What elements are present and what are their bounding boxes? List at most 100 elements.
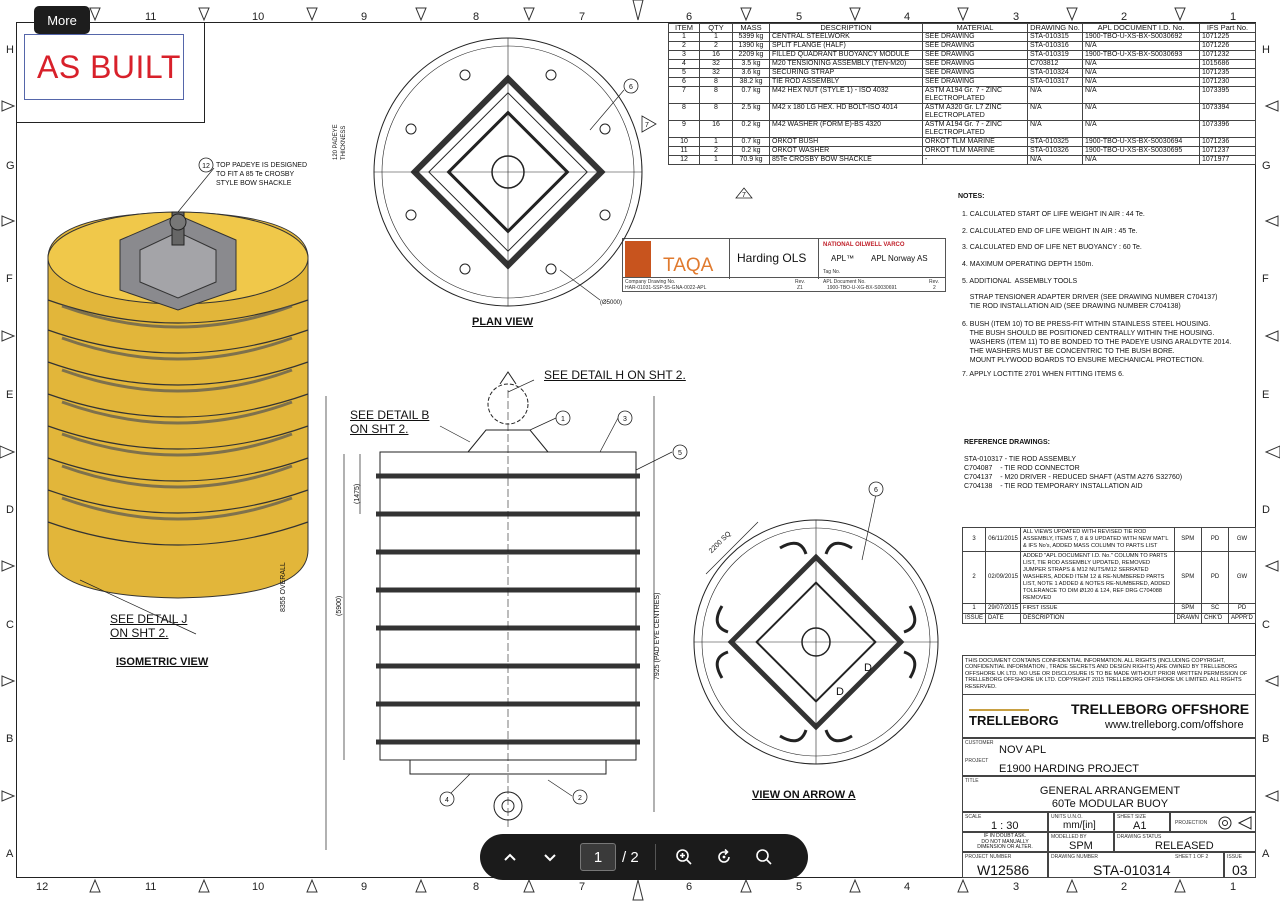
search-icon [755,849,772,865]
project-number-value: W12586 [977,862,1030,878]
issue-label: ISSUE [1227,854,1243,860]
zoom-in-button[interactable] [664,834,704,880]
grid-label: 10 [252,11,265,23]
detail-h-callout: SEE DETAIL H ON SHT 2. [544,368,686,382]
revision-cell: PD [1228,603,1256,614]
section-d-label: D [836,686,844,698]
prev-page-button[interactable] [490,834,530,880]
rotate-icon [717,848,730,863]
grid-label: 1 [1230,881,1237,893]
sheet-of-label: SHEET 1 OF 2 [1175,854,1209,860]
apl-norway: APL Norway AS [871,254,928,263]
tag-label: Tag No. [823,269,841,275]
status-value: RELEASED [1155,840,1214,852]
rev-value: Z1 [797,285,803,291]
confidential-notice: THIS DOCUMENT CONTAINS CONFIDENTIAL INFO… [962,655,1256,695]
project-number-label: PROJECT NUMBER [965,854,1012,860]
title-line-2: 60Te MODULAR BUOY [1051,798,1169,810]
revision-cell: 06/11/2015 [985,527,1022,552]
grid-label: 6 [686,11,693,23]
dim-thickness: 120 PADEYE THICKNESS [333,124,347,160]
parts-cell: 1071977 [1199,155,1256,165]
balloons [198,78,884,807]
grid-label: 11 [145,881,157,893]
units-value: mm/[in] [1063,820,1096,831]
trelleborg-logo-icon [969,699,1029,711]
projection-cell: PROJECTION [1170,812,1256,832]
taqa-name: TAQA [663,255,714,276]
apl-rev: 2 [933,285,936,291]
as-built-stamp: AS BUILT [24,34,184,100]
grid-label: F [6,273,13,285]
customer-label: CUSTOMER [965,740,994,746]
isometric-view-label: ISOMETRIC VIEW [116,656,209,668]
page-number-input[interactable]: 1 [580,843,616,871]
grid-label: E [6,389,14,401]
balloon-1: 1 [561,416,565,423]
balloon-7: 7 [645,122,649,129]
revision-header-row: ISSUE DATE DESCRIPTION DRAWN CHK'D APPR'… [961,613,1256,624]
title-block: TITLE GENERAL ARRANGEMENT 60Te MODULAR B… [962,776,1256,812]
rev-header: DATE [985,613,1022,624]
note-item: 2. CALCULATED END OF LIFE WEIGHT IN AIR … [962,228,1138,235]
next-page-button[interactable] [530,834,570,880]
scale-value: 1 : 30 [991,820,1019,832]
rev-header: DRAWN [1173,613,1203,624]
grid-label: 12 [36,881,49,893]
revision-cell: 1 [961,603,987,614]
revision-cell: ALL VIEWS UPDATED WITH REVISED TIE ROD A… [1020,527,1175,552]
sheet-size-value: A1 [1133,820,1147,832]
rotate-button[interactable] [704,834,744,880]
grid-label: H [1262,44,1270,56]
grid-label: A [6,848,14,860]
leader-lines [79,89,877,797]
company-name: TRELLEBORG OFFSHORE [1071,701,1250,717]
rev-header: CHK'D [1201,613,1229,624]
company-doc-label: Company Drawing No. [625,279,676,285]
company-website[interactable]: www.trelleborg.com/offshore [1105,719,1244,731]
padeye-note: TOP PADEYE IS DESIGNED TO FIT A 85 Te CR… [216,162,308,187]
pdf-toolbar: 1 / 2 [480,834,808,880]
grid-label: F [1262,273,1269,285]
arrow-a-view-drawing [693,519,939,765]
drawing-number-cell: DRAWING NUMBER SHEET 1 OF 2 STA-010314 [1048,852,1224,878]
grid-label: A [1262,848,1270,860]
revision-cell: SPM [1173,603,1203,614]
balloon-labels: 12 6 1 3 5 6 4 2 7 7 [202,84,878,804]
arrow-a-view-label: VIEW ON ARROW A [752,789,856,801]
title-label: TITLE [965,778,979,784]
search-button[interactable] [744,834,784,880]
revision-cell: 3 [961,527,987,552]
scale-cell: SCALE 1 : 30 [962,812,1048,832]
elevation-view-drawing [325,371,655,850]
grid-label: G [6,160,15,172]
drawing-number-label: DRAWING NUMBER [1051,854,1099,860]
grid-label: 8 [473,881,480,893]
status-cell: DRAWING STATUS RELEASED [1114,832,1256,852]
apl-doc: 1900-TBO-U-XG-BX-S0030691 [827,285,898,291]
grid-label: 2 [1121,881,1128,893]
grid-label: H [6,44,14,56]
section-d-label: D [864,662,872,674]
isometric-buoy [47,211,309,599]
issue-cell: ISSUE 03 [1224,852,1256,878]
balloon-2: 2 [578,795,582,802]
revision-cell: SC [1201,603,1229,614]
doubt-note: IF IN DOUBT ASK. DO NOT MANUALLY DIMENSI… [962,832,1048,852]
more-button[interactable]: More [34,6,90,34]
grid-label: 11 [145,11,157,23]
grid-label: 1 [1230,11,1237,23]
toolbar-divider [654,844,656,870]
grid-label: B [1262,733,1270,745]
project-label: PROJECT [965,758,989,764]
company-doc: HAR-01031-SSP-55-GNA-0022-APL [625,285,707,291]
revision-cell: 29/07/2015 [985,603,1022,614]
grid-label: C [1262,619,1270,631]
